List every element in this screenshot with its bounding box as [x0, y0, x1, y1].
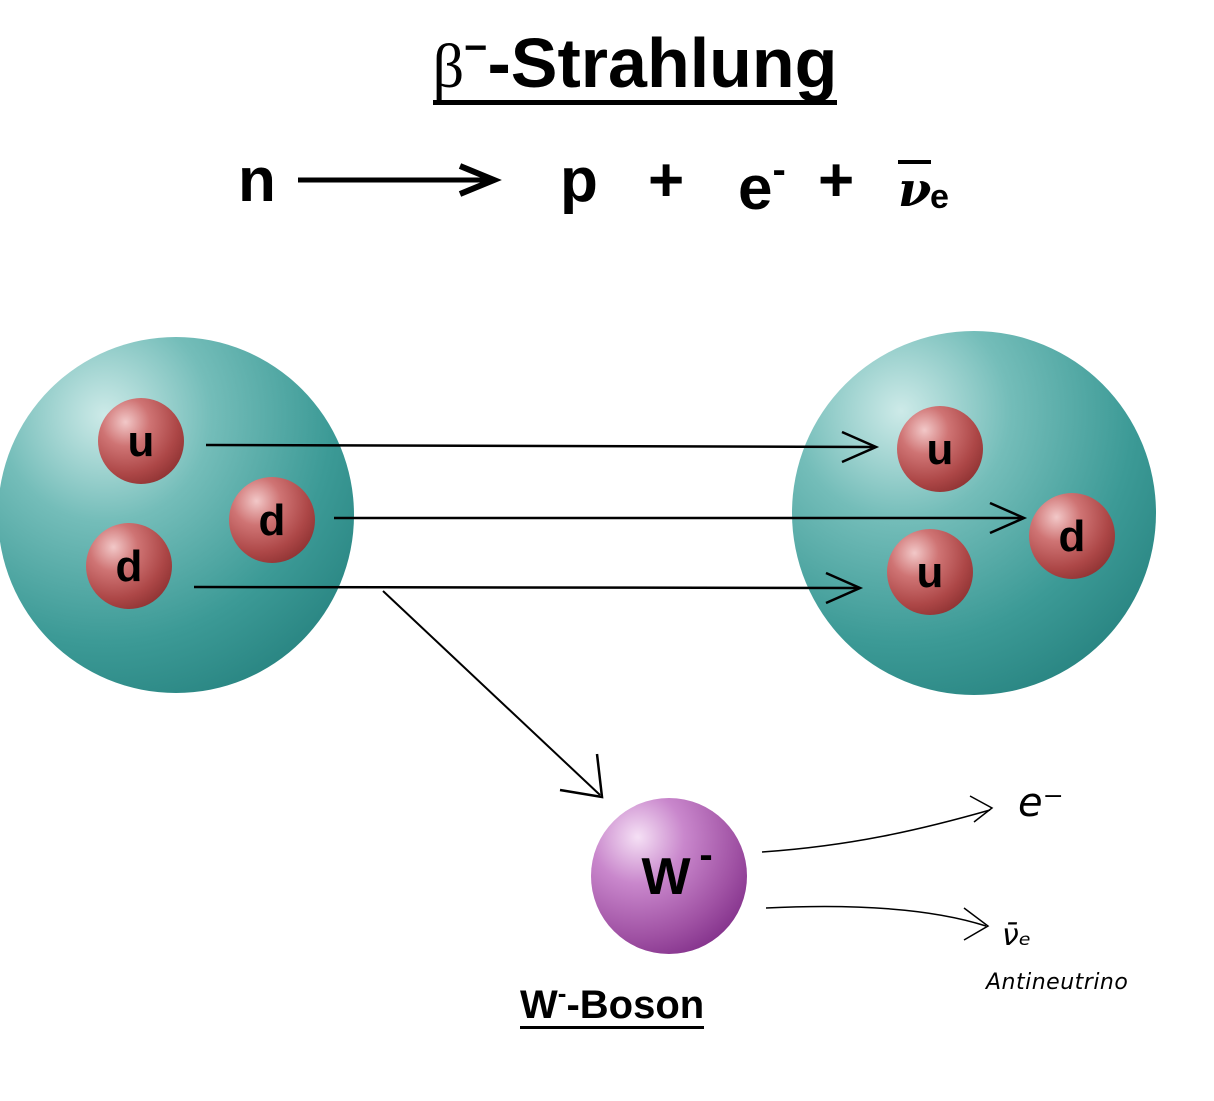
w-boson: W - — [591, 798, 747, 954]
arrow-to-antineutrino — [765, 905, 990, 941]
w-boson-label-charge: - — [557, 978, 567, 1008]
proton-quark-u-lower: u — [887, 529, 973, 615]
handwritten-electron: e⁻ — [1018, 780, 1064, 826]
equation-electron: e- — [738, 150, 786, 220]
equation-plus: + — [648, 146, 685, 215]
proton-sphere — [792, 331, 1156, 695]
equation-antineutrino-subscript: e — [930, 178, 949, 216]
page-title: β−-Strahlung — [0, 28, 1214, 105]
title-beta-superscript: − — [464, 26, 488, 70]
equation-electron-charge: - — [772, 148, 786, 192]
proton-quark-u-upper-label: u — [927, 425, 954, 474]
w-boson-label: W--Boson — [520, 978, 705, 1029]
neutron-sphere — [0, 337, 354, 693]
neutron-quark-d-lower: d — [86, 523, 172, 609]
title-beta-symbol: β — [432, 33, 465, 101]
neutron-quark-u-label: u — [128, 417, 155, 466]
w-boson-label-letter: W — [520, 983, 558, 1027]
equation-electron-letter: e — [738, 154, 773, 223]
equation-plus-2: + — [818, 146, 855, 215]
handwritten-antineutrino-symbol: ν̄ₑ — [1002, 918, 1032, 953]
proton-quark-u-lower-label: u — [917, 548, 944, 597]
arrow-to-electron — [761, 795, 994, 853]
equation-neutron: n — [238, 146, 276, 215]
proton-quark-d-label: d — [1059, 512, 1086, 561]
arrow-d-to-d — [334, 501, 1028, 535]
handwritten-antineutrino-word: Antineutrino — [986, 970, 1129, 995]
neutron-quark-u: u — [98, 398, 184, 484]
equation-arrow — [298, 163, 502, 197]
w-boson-symbol: W — [641, 848, 691, 906]
arrow-d-to-u — [193, 571, 864, 605]
w-boson-label-text: -Boson — [566, 983, 705, 1027]
neutron-quark-d-lower-label: d — [116, 542, 143, 591]
neutron-quark-d-upper: d — [229, 477, 315, 563]
title-text: -Strahlung — [487, 24, 838, 102]
equation-proton: p — [560, 146, 598, 215]
w-boson-charge: - — [699, 833, 712, 877]
neutron-quark-d-upper-label: d — [259, 496, 286, 545]
arrow-u-to-u — [205, 430, 880, 464]
equation-antineutrino: ν — [898, 160, 932, 218]
proton-quark-d: d — [1029, 493, 1115, 579]
arrow-to-boson — [382, 590, 604, 799]
proton-quark-u-upper: u — [897, 406, 983, 492]
